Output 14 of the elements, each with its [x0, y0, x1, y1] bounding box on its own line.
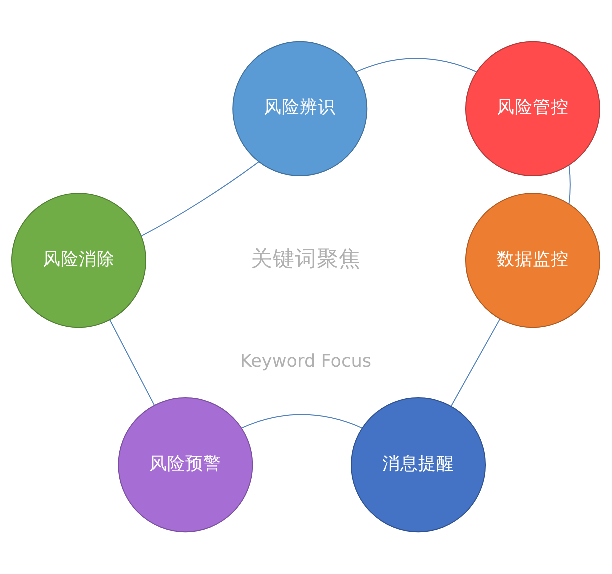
- connector: [110, 320, 155, 406]
- connector: [568, 165, 571, 205]
- node-circle: 风险消除: [12, 193, 147, 328]
- label: Keyword Focus: [240, 352, 372, 372]
- connector: [242, 414, 363, 429]
- node-circle: 数据监控: [465, 193, 600, 328]
- connector: [141, 162, 260, 237]
- connector: [450, 318, 501, 407]
- node-circle: 风险辨识: [232, 41, 368, 176]
- label: 关键词聚焦: [251, 247, 361, 272]
- node-circle: 风险管控: [465, 41, 600, 176]
- node-circle: 消息提醒: [351, 398, 486, 533]
- node-circle: 风险预警: [118, 398, 254, 533]
- connector: [356, 58, 478, 73]
